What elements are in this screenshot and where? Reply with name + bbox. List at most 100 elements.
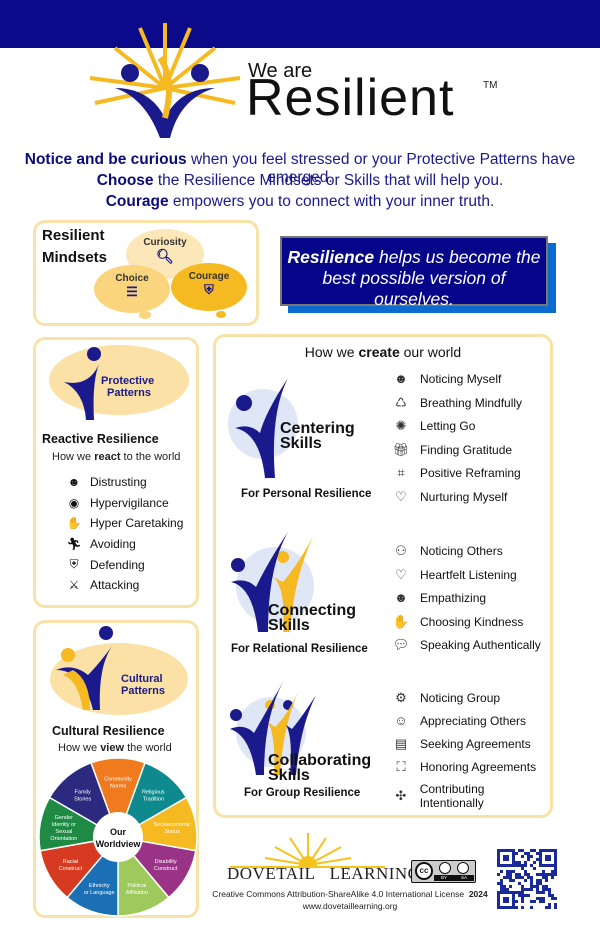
skill-label: Seeking Agreements <box>420 737 531 751</box>
intro-rest: when you feel stressed or your Protectiv… <box>186 151 576 186</box>
reactive-title: Reactive Resilience <box>42 432 159 446</box>
network-icon: ✣ <box>395 788 407 803</box>
skill-label: Nurturing Myself <box>420 489 508 504</box>
wheel-center <box>93 812 143 862</box>
intro-bold: Notice and be curious <box>24 151 187 168</box>
item-label: Defending <box>90 557 145 572</box>
signpost-icon: ☰ <box>126 284 138 299</box>
intro-rest: the Resilience Mindsets or Skills that w… <box>153 172 504 189</box>
protective-pattern-item: ☻ Distrusting <box>66 475 147 489</box>
connecting-skill-item: 💬︎Speaking Authentically <box>391 637 541 653</box>
skill-label: Noticing Group <box>420 691 501 705</box>
website-link[interactable]: www.dovetaillearning.org <box>302 901 398 911</box>
skill-label: Heartfelt Listening <box>420 567 517 582</box>
document-icon: ▤ <box>394 736 408 751</box>
centering-skill-item: ☻Noticing Myself <box>391 371 501 386</box>
figures-icon <box>56 626 113 710</box>
protective-pattern-item: 🏃︎ Avoiding <box>66 536 136 551</box>
listening-icon: ♡ <box>395 566 407 582</box>
hands-icon: ✋ <box>66 516 82 530</box>
trademark: TM <box>483 80 498 91</box>
shield-icon: ⛨ <box>69 557 79 571</box>
dovetail-sun-logo <box>230 833 385 868</box>
cultural-subtitle: How we view the world <box>58 742 172 754</box>
logo-text-big: Resilient <box>246 69 455 127</box>
connecting-subtitle: For Relational Resilience <box>231 643 368 655</box>
release-icon: ✺ <box>395 418 407 433</box>
intro-bold: Courage <box>105 193 169 210</box>
running-icon: 🏃︎ <box>66 536 82 551</box>
eye-icon: ◉ <box>68 495 80 510</box>
lungs-icon: ♺ <box>395 394 407 410</box>
wheel-segment <box>48 761 120 839</box>
skill-label: Noticing Others <box>420 544 503 558</box>
item-label: Hyper Caretaking <box>90 516 184 530</box>
protective-pattern-item: ⛨ Defending <box>66 557 145 572</box>
centering-skill-item: ♺ Breathing Mindfully <box>391 395 522 411</box>
choice-bubble: Choice☰ <box>94 265 170 313</box>
item-label: Distrusting <box>90 475 147 489</box>
collaborating-figures-icon <box>230 682 316 775</box>
fight-icon: ⚔ <box>68 577 80 592</box>
skill-label: Finding Gratitude <box>420 442 513 457</box>
intro-bold: Choose <box>96 172 154 189</box>
skill-label: Speaking Authentically <box>420 638 541 652</box>
heart-icon: ♡ <box>395 488 407 504</box>
top-banner <box>0 0 600 48</box>
skill-label: Appreciating Others <box>420 713 527 728</box>
gift-icon: 🎁︎ <box>392 441 410 457</box>
protective-pattern-item: ✋ Hyper Caretaking <box>66 516 184 530</box>
resilience-callout: Resilience helps us become the best poss… <box>280 236 548 309</box>
skill-label: Contributing Intentionally <box>419 782 485 810</box>
connecting-skill-item: ♡ Heartfelt Listening <box>391 567 517 583</box>
reactive-subtitle: How we react to the world <box>52 451 181 463</box>
courage-bubble: Courage⛨ <box>171 263 247 311</box>
attribution-icon <box>439 862 451 874</box>
intro-line-1: Notice and be curious when you feel stre… <box>0 151 600 187</box>
world-title: How we create our world <box>304 344 462 360</box>
skill-label: Empathizing <box>420 590 487 605</box>
collaborating-subtitle: For Group Resilience <box>244 787 361 799</box>
collaborating-skill-item: ⚙ Noticing Group <box>391 690 500 706</box>
skill-label: Positive Reframing <box>420 466 521 480</box>
centering-figure-icon <box>235 378 288 478</box>
item-label: Avoiding <box>90 536 136 551</box>
qr-code[interactable] <box>496 848 558 910</box>
wheel-center-label: Our <box>110 827 126 837</box>
cc-icon: cc <box>415 862 433 880</box>
skill-label: Breathing Mindfully <box>420 395 523 410</box>
protective-pattern-item: ◉ Hypervigilance <box>66 496 169 510</box>
centering-skill-item: ✺Letting Go <box>391 418 476 434</box>
figure-icon <box>64 347 101 420</box>
skill-label: Noticing Myself <box>420 371 502 386</box>
centering-skill-item: 🎁︎ Finding Gratitude <box>391 442 512 458</box>
head-icon: ☻ <box>67 475 81 489</box>
centering-skill-item: ♡ Nurturing Myself <box>391 489 507 505</box>
centering-subtitle: For Personal Resilience <box>241 488 372 500</box>
handshake-icon: ⛶ <box>396 759 406 774</box>
skill-label: Choosing Kindness <box>420 614 524 629</box>
appreciate-icon: ☺ <box>394 713 408 728</box>
connecting-skill-item: ✋Choosing Kindness <box>391 614 524 630</box>
group-icon: ⚙ <box>395 690 407 705</box>
item-label: Hypervigilance <box>90 495 169 510</box>
magnifier-icon: 🔍︎ <box>156 248 174 264</box>
people-icon: ⚇ <box>395 543 407 558</box>
